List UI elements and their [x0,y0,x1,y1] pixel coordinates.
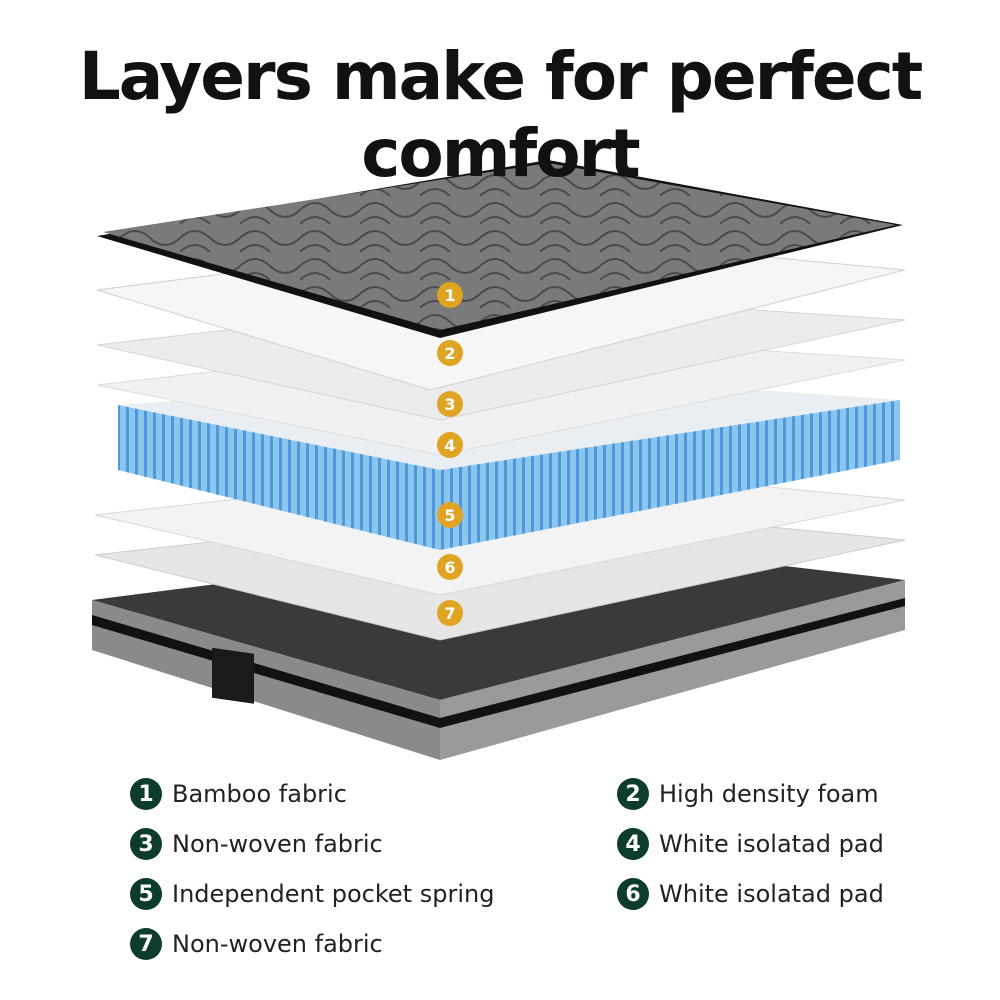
layer-1-bamboo-fabric [97,160,903,338]
marker-circle [437,554,463,580]
legend-label: Bamboo fabric [172,780,347,808]
marker-circle [437,600,463,626]
layer-marker-2: 2 [437,340,463,366]
page-title: Layers make for perfect comfort [78,38,924,192]
legend-number-badge: 3 [130,828,162,860]
legend-label: White isolatad pad [659,880,884,908]
marker-number: 4 [444,436,455,455]
marker-circle [437,502,463,528]
legend-label: Non-woven fabric [172,930,383,958]
legend-item: 7 Non-woven fabric [130,928,383,960]
marker-number: 6 [444,558,455,577]
marker-number: 5 [444,506,455,525]
legend-label: White isolatad pad [659,830,884,858]
marker-number: 1 [444,286,455,305]
marker-circle [437,432,463,458]
layer-markers: 1 2 3 4 5 6 7 [437,282,463,626]
legend-number-badge: 4 [617,828,649,860]
layer-marker-5: 5 [437,502,463,528]
brand-label [212,647,254,704]
legend-item: 5 Independent pocket spring [130,878,494,910]
marker-number: 2 [444,344,455,363]
marker-circle [437,391,463,417]
mattress-layers-illustration: 1 2 3 4 5 6 7 [92,160,906,760]
layer-marker-6: 6 [437,554,463,580]
layer-marker-3: 3 [437,391,463,417]
legend-label: Non-woven fabric [172,830,383,858]
legend-number-badge: 2 [617,778,649,810]
marker-number: 7 [444,604,455,623]
legend-item: 4 White isolatad pad [617,828,884,860]
legend-item: 1 Bamboo fabric [130,778,347,810]
legend-number-badge: 6 [617,878,649,910]
legend-label: High density foam [659,780,879,808]
legend-item: 2 High density foam [617,778,879,810]
legend-item: 3 Non-woven fabric [130,828,383,860]
legend-label: Independent pocket spring [172,880,495,908]
legend-number-badge: 5 [130,878,162,910]
layer-marker-7: 7 [437,600,463,626]
legend-number-badge: 7 [130,928,162,960]
legend-number-badge: 1 [130,778,162,810]
marker-number: 3 [444,395,455,414]
marker-circle [437,282,463,308]
marker-circle [437,340,463,366]
layer-marker-4: 4 [437,432,463,458]
layer-marker-1: 1 [437,282,463,308]
legend-item: 6 White isolatad pad [617,878,884,910]
